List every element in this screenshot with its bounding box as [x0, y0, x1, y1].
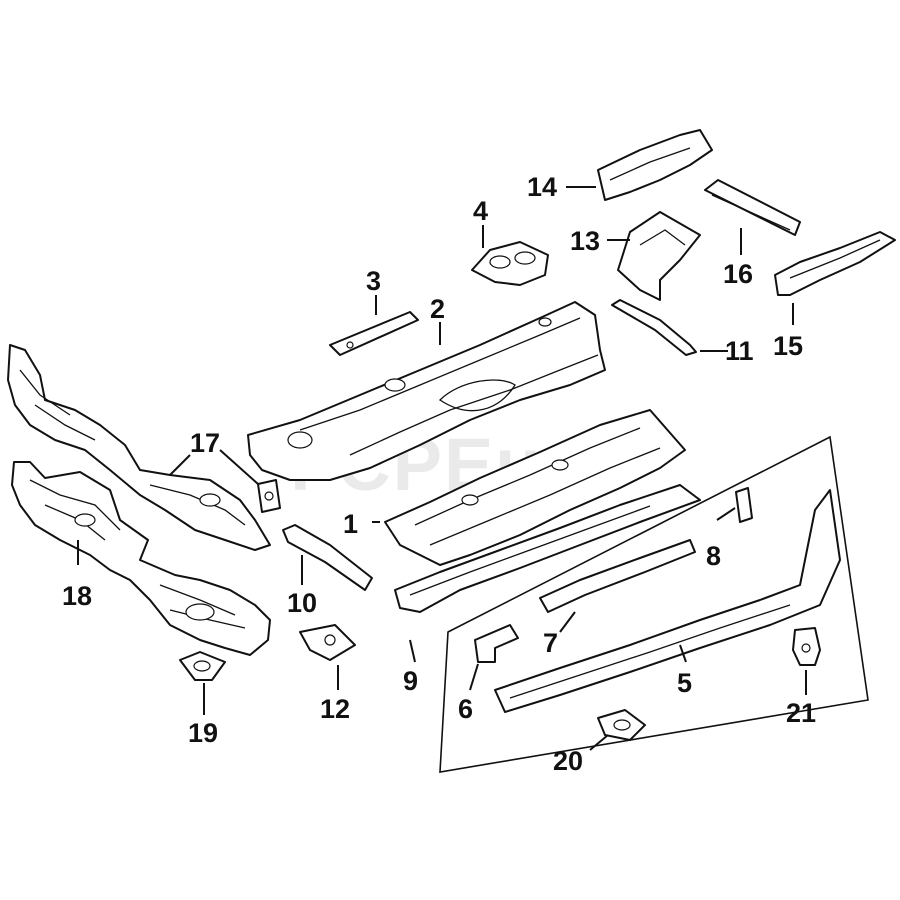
part-21-shape[interactable] [792, 627, 821, 666]
part-15-shape[interactable] [774, 231, 896, 296]
part-5-shape[interactable] [494, 489, 841, 713]
callout-9: 9 [403, 666, 418, 696]
part-2-shape[interactable] [247, 301, 606, 481]
part-13-shape[interactable] [617, 211, 701, 301]
leader-lines [77, 186, 807, 751]
part-12-shape[interactable] [299, 624, 356, 661]
callout-16: 16 [723, 259, 753, 289]
callout-7: 7 [543, 628, 558, 658]
part-7-shape[interactable] [539, 539, 696, 613]
part-3-shape[interactable] [329, 311, 419, 356]
callout-10: 10 [287, 588, 317, 618]
part-11-shape[interactable] [611, 299, 697, 356]
part-16-shape[interactable] [704, 179, 801, 236]
callout-17: 17 [190, 428, 220, 458]
callout-6: 6 [458, 694, 473, 724]
part-9-shape[interactable] [394, 484, 701, 613]
part-19-shape[interactable] [179, 651, 226, 681]
part-17-bracket[interactable] [257, 479, 281, 513]
callout-21: 21 [786, 698, 816, 728]
part-4-shape[interactable] [471, 241, 549, 286]
callout-5: 5 [677, 668, 692, 698]
callout-15: 15 [773, 331, 803, 361]
part-10-shape[interactable] [282, 524, 373, 591]
callout-11: 11 [725, 336, 754, 366]
part-18-shape[interactable] [11, 461, 271, 656]
callout-14: 14 [527, 172, 557, 202]
part-1-shape[interactable] [384, 409, 686, 566]
part-20-shape[interactable] [597, 709, 646, 741]
callout-20: 20 [553, 746, 583, 776]
callout-2: 2 [430, 294, 445, 324]
callout-3: 3 [366, 266, 381, 296]
callout-18: 18 [62, 581, 92, 611]
part-17-shape[interactable] [7, 344, 271, 551]
callout-1: 1 [343, 509, 358, 539]
callout-13: 13 [570, 226, 600, 256]
part-8-shape[interactable] [735, 487, 753, 523]
callout-19: 19 [188, 718, 218, 748]
part-6-shape[interactable] [474, 624, 519, 663]
callout-12: 12 [320, 694, 350, 724]
callout-4: 4 [473, 196, 488, 226]
part-group-box [439, 435, 869, 773]
callout-8: 8 [706, 541, 721, 571]
part-14-shape[interactable] [597, 129, 713, 201]
